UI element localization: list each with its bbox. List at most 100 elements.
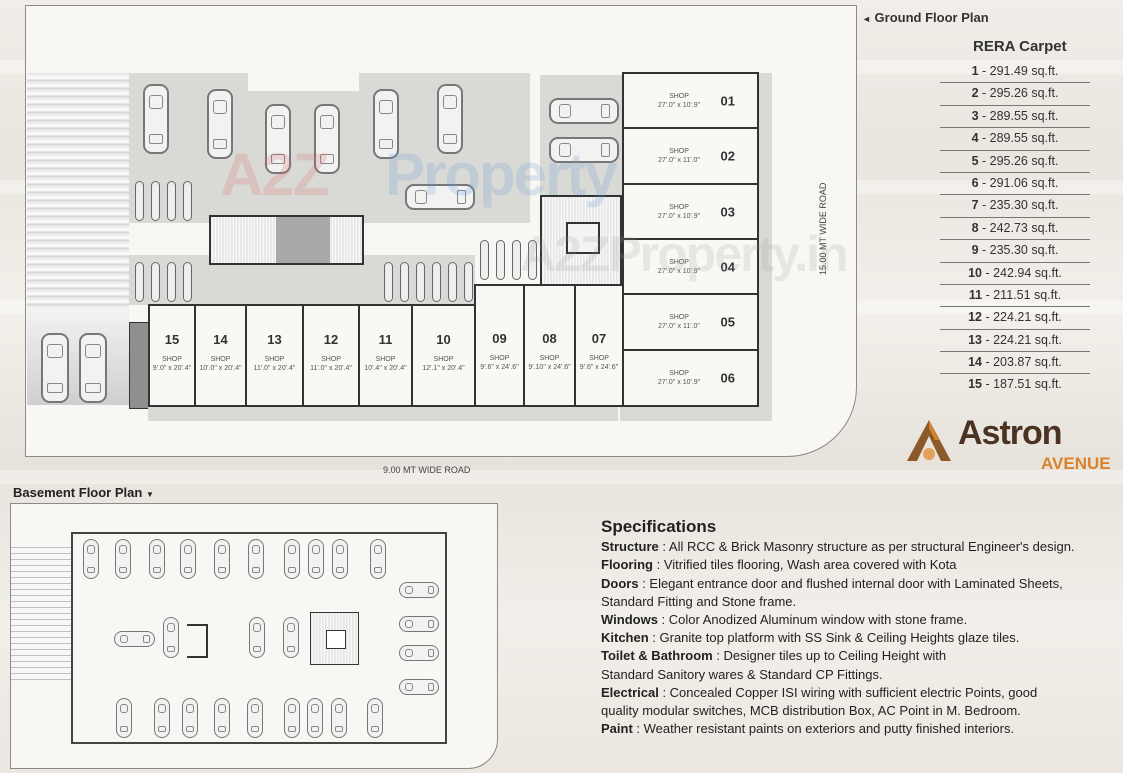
shop-label: SHOP (669, 92, 689, 100)
basement-ramp (11, 542, 71, 680)
shop-14[interactable]: 14 SHOP 10'.0" x 20'.4" (194, 304, 247, 407)
rera-row: 6 - 291.06 sq.ft. (940, 173, 1090, 196)
east-walkway (757, 73, 772, 421)
pointer-down-icon: ▼ (145, 490, 154, 499)
unit-number: 10 (968, 265, 982, 280)
spec-text: : Designer tiles up to Ceiling Height wi… (601, 648, 947, 682)
bike-icon (183, 181, 192, 221)
unit-number: 14 (968, 355, 982, 370)
bike-icon (384, 262, 393, 302)
shop-label: SHOP (669, 370, 689, 377)
rera-row: 1 - 291.49 sq.ft. (940, 61, 1090, 84)
shop-11[interactable]: 11 SHOP 10'.4" x 20'.4" (358, 304, 413, 407)
shop-frontage-walkway (620, 405, 758, 421)
rera-row: 5 - 295.26 sq.ft. (940, 151, 1090, 173)
unit-number: 11 (968, 287, 983, 302)
shop-size: 27'.0" x 11'.0" (658, 157, 700, 164)
car-icon (247, 698, 263, 738)
rera-row: 8 - 242.73 sq.ft. (940, 218, 1090, 241)
unit-number: 7 (971, 198, 979, 213)
car-icon (83, 539, 99, 579)
shop-size: 27'.0" x 11'.0" (658, 323, 700, 330)
unit-area: - 224.21 sq.ft. (981, 310, 1062, 325)
shop-number: 04 (720, 259, 735, 274)
unit-number: 12 (968, 310, 982, 325)
car-icon (265, 104, 291, 174)
bike-icon (448, 262, 457, 302)
car-icon (116, 698, 132, 738)
spec-key: Doors (601, 575, 639, 591)
unit-area: - 224.21 sq.ft. (981, 332, 1062, 347)
shop-dims: SHOP 27'.0" x 11'.0" (624, 313, 734, 331)
lift-box (187, 624, 208, 658)
shop-label: SHOP (375, 356, 396, 363)
unit-area: - 291.06 sq.ft. (978, 175, 1059, 190)
rera-row: 13 - 224.21 sq.ft. (940, 330, 1090, 353)
spec-flooring: Flooring : Vitrified tiles flooring, Was… (601, 556, 1121, 574)
shop-09[interactable]: 09 SHOP 9'.6" x 24'.6" (474, 284, 525, 407)
spec-toilet-bathroom: Toilet & Bathroom : Designer tiles up to… (601, 647, 1001, 683)
spec-text: : Concealed Copper ISI wiring with suffi… (601, 684, 1038, 719)
unit-area: - 235.30 sq.ft. (978, 243, 1059, 258)
spec-text: : Weather resistant paints on exteriors … (632, 721, 1015, 737)
unit-area: - 242.73 sq.ft. (978, 220, 1059, 235)
spec-text: : Elegant entrance door and flushed inte… (601, 575, 1063, 609)
shop-13[interactable]: 13 SHOP 11'.0" x 20'.4" (245, 304, 304, 407)
shop-size: 11'.0" x 20'.4" (253, 365, 296, 372)
car-icon (149, 539, 165, 579)
spec-text: : All RCC & Brick Masonry structure as p… (658, 539, 1075, 555)
bike-icon (151, 181, 160, 221)
car-icon (283, 617, 299, 658)
unit-area: - 203.87 sq.ft. (981, 355, 1062, 370)
basement-title: Basement Floor Plan ▼ (13, 485, 154, 500)
shop-08[interactable]: 08 SHOP 9'.10" x 24'.6" (523, 284, 576, 407)
bike-icon (167, 262, 176, 302)
spec-key: Windows (601, 612, 658, 628)
shop-number: 13 (267, 332, 282, 347)
shop-number: 07 (591, 331, 607, 346)
shop-10[interactable]: 10 SHOP 12'.1" x 20'.4" (411, 304, 476, 407)
rera-row: 14 - 203.87 sq.ft. (940, 352, 1090, 375)
rera-row: 2 - 295.26 sq.ft. (940, 83, 1090, 106)
shop-size: 10'.0" x 20'.4" (199, 365, 242, 372)
watermark-a2z: A2Z (220, 141, 329, 208)
shop-number: 12 (323, 332, 339, 347)
shop-label: SHOP (669, 314, 689, 321)
spec-kitchen: Kitchen : Granite top platform with SS S… (601, 629, 1121, 647)
spec-doors: Doors : Elegant entrance door and flushe… (601, 575, 1101, 611)
car-icon (154, 698, 170, 738)
rera-title: RERA Carpet (973, 38, 1067, 55)
unit-number: 6 (971, 175, 979, 190)
car-icon (308, 539, 324, 579)
unit-area: - 235.30 sq.ft. (978, 198, 1059, 213)
car-icon (249, 617, 265, 658)
shop-size: 9'.6" x 24'.6" (480, 364, 519, 371)
rera-row: 15 - 187.51 sq.ft. (940, 374, 1090, 395)
car-icon (207, 89, 233, 159)
spec-windows: Windows : Color Anodized Aluminum window… (601, 611, 1121, 629)
bike-icon (167, 181, 176, 221)
car-icon (41, 333, 69, 403)
bike-icon (183, 262, 192, 302)
shop-size: 27'.0" x 10'.9" (657, 212, 701, 220)
shop-07[interactable]: 07 SHOP 9'.6" x 24'.6" (574, 284, 624, 407)
car-icon (314, 104, 340, 174)
bike-icon (480, 240, 489, 280)
rera-row: 7 - 235.30 sq.ft. (940, 195, 1090, 218)
car-icon (549, 98, 619, 124)
spec-electrical: Electrical : Concealed Copper ISI wiring… (601, 684, 1051, 720)
car-icon (399, 679, 439, 695)
parking-notch (248, 73, 359, 91)
logo-name: Astron (958, 414, 1063, 452)
shop-15[interactable]: 15 SHOP 9'.0" x 20'.4" (148, 304, 196, 407)
east-road-label: 15.00 MT WIDE ROAD (818, 182, 828, 275)
basement-parking-boundary (71, 532, 447, 744)
shop-12[interactable]: 12 SHOP 11'.0" x 20'.4" (302, 304, 360, 407)
